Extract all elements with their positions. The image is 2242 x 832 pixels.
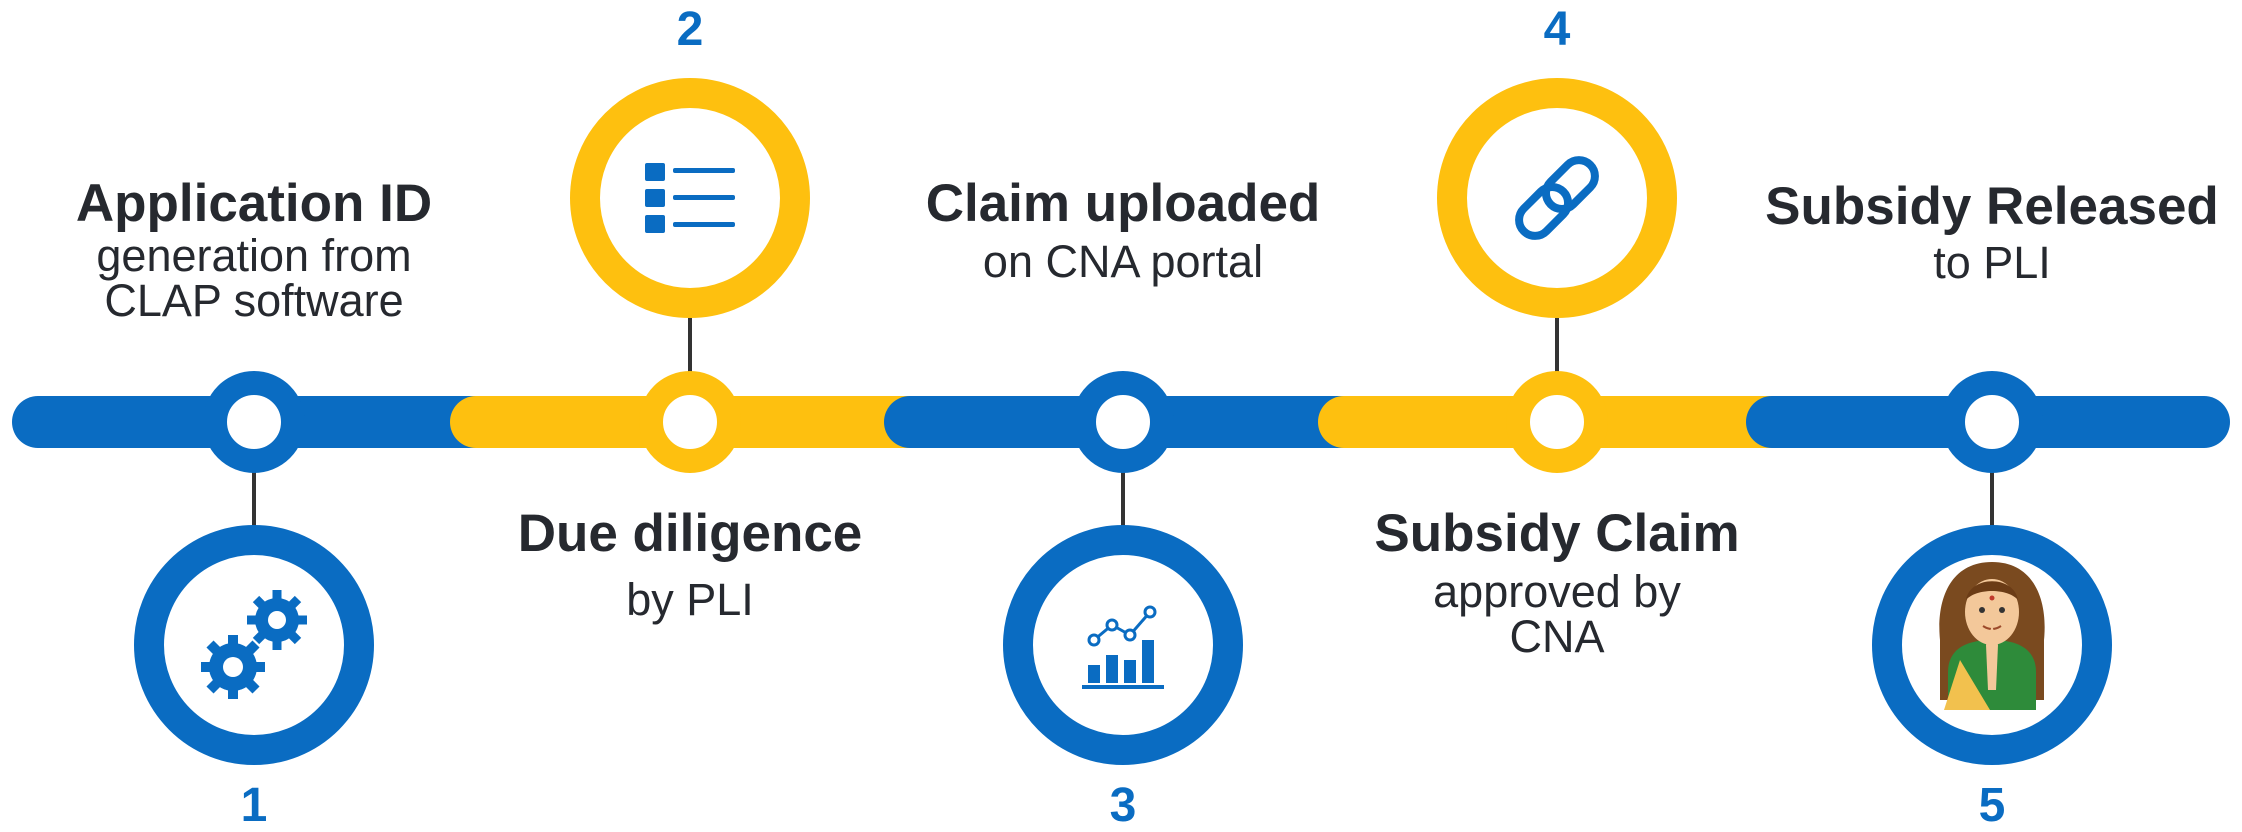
step-1-title: Application ID: [75, 174, 433, 233]
step-2-text: Due diligence by PLI: [430, 504, 950, 626]
list-icon: [645, 163, 735, 233]
node-5: [1941, 371, 2043, 473]
step-1-text: Application ID generation from CLAP soft…: [0, 174, 514, 327]
gears-icon: [201, 590, 307, 699]
namaste-woman-icon: [1939, 562, 2045, 710]
step-2-subtitle-line-1: by PLI: [626, 574, 754, 626]
link-icon: [1515, 156, 1599, 240]
step-4-title: Subsidy Claim: [1374, 504, 1740, 563]
step-3-title: Claim uploaded: [925, 174, 1321, 233]
bar-chart-icon: [1082, 605, 1164, 689]
icon-ring-4: [1437, 78, 1677, 318]
node-3: [1072, 371, 1174, 473]
step-5-subtitle-line-1: to PLI: [1933, 237, 2051, 289]
node-2: [639, 371, 741, 473]
step-4-number: 4: [1543, 3, 1571, 56]
step-5-title: Subsidy Released: [1765, 177, 2219, 236]
step-3-number: 3: [1109, 779, 1137, 832]
step-3-text: Claim uploaded on CNA portal: [863, 174, 1383, 288]
step-5-text: Subsidy Released to PLI: [1732, 177, 2242, 289]
step-1-subtitle-line-2: CLAP software: [104, 275, 404, 327]
step-5-number: 5: [1978, 779, 2006, 832]
step-4-subtitle-line-1: approved by: [1433, 566, 1681, 618]
step-4-text: Subsidy Claim approved by CNA: [1297, 504, 1817, 663]
step-4-subtitle-line-2: CNA: [1509, 611, 1605, 663]
node-4: [1506, 371, 1608, 473]
node-1: [203, 371, 305, 473]
step-1-number: 1: [240, 779, 268, 832]
step-3-subtitle-line-1: on CNA portal: [982, 236, 1264, 288]
step-2-title: Due diligence: [517, 504, 863, 563]
step-2-number: 2: [676, 3, 704, 56]
step-1-subtitle-line-1: generation from: [96, 230, 412, 282]
icon-ring-3: [1003, 525, 1243, 765]
